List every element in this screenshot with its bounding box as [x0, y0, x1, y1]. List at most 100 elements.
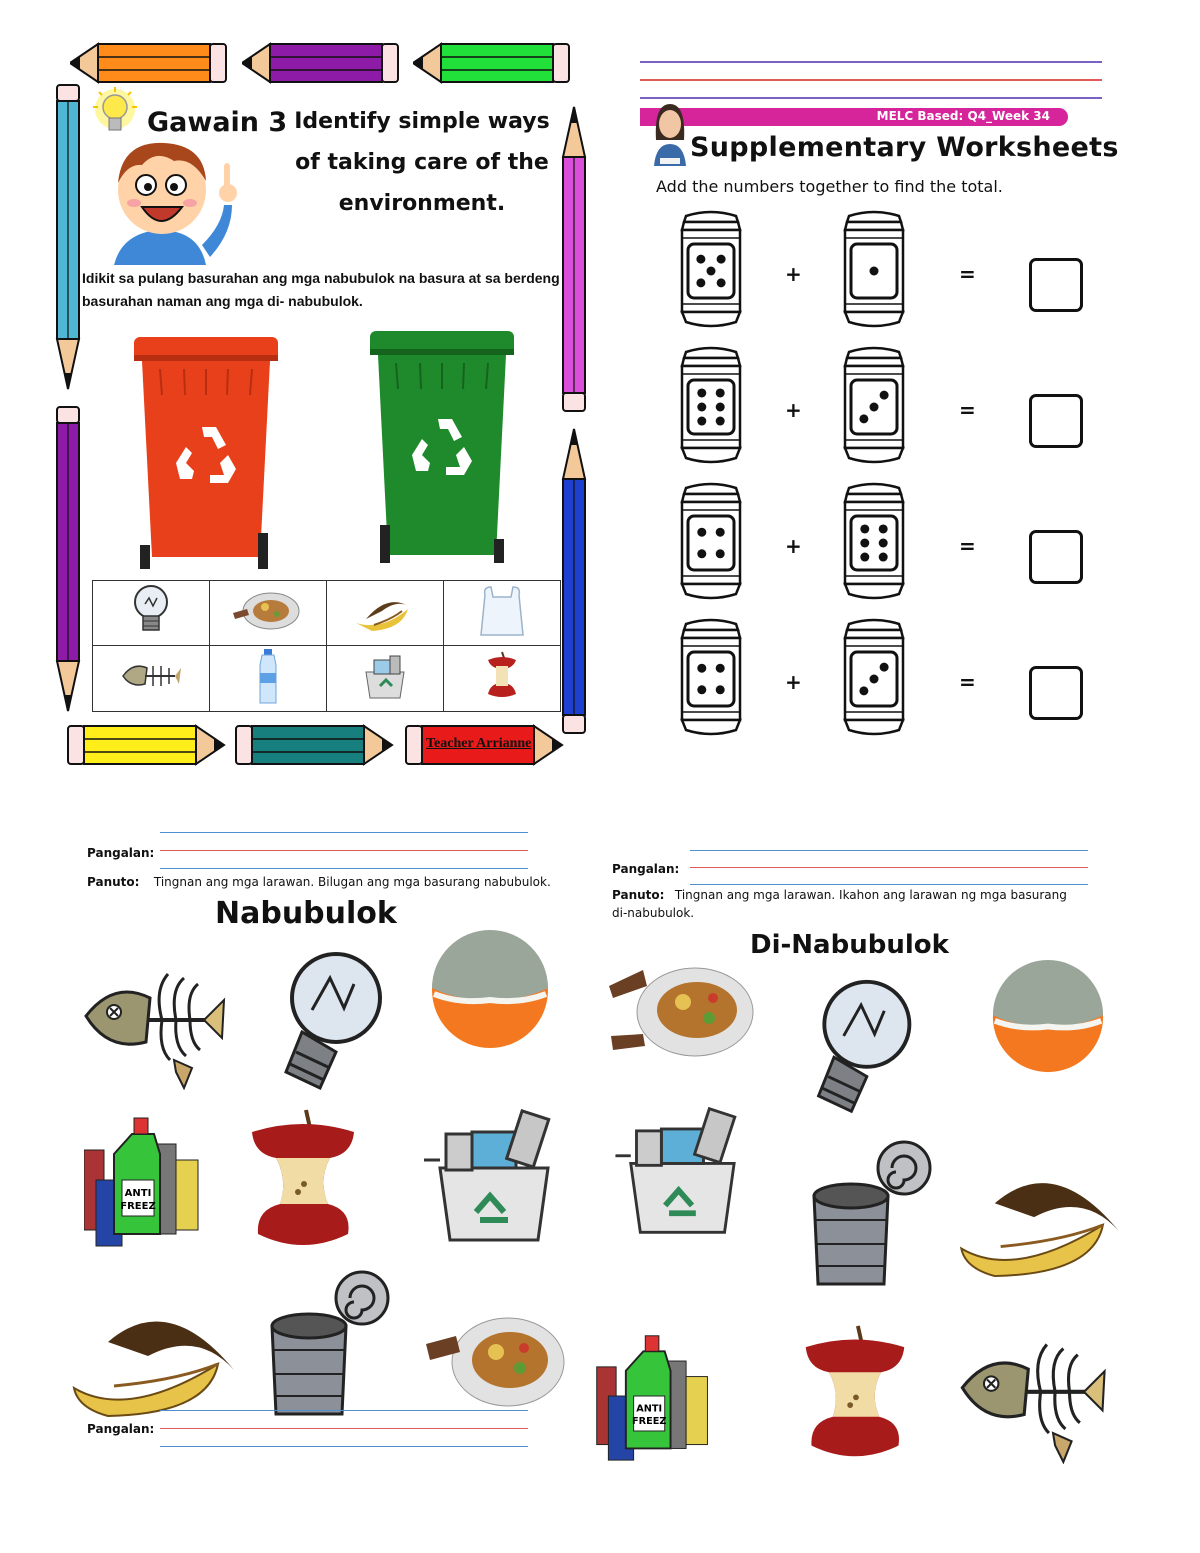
plus-sign: +: [785, 534, 802, 558]
chemical-bottles-icon: ANTI FREEZ: [596, 1335, 708, 1461]
name-label: Pangalan:: [87, 846, 155, 860]
dice-pip: [696, 278, 706, 288]
dice-pip: [878, 538, 888, 548]
apple-core-icon: [252, 1109, 354, 1245]
footer-name-rule: [160, 1446, 528, 1447]
dice-can-icon: [680, 210, 742, 328]
gawain-heading: Identify simple ways of taking care of t…: [282, 101, 562, 224]
table-row: [92, 580, 561, 646]
pencil-teal-icon: [235, 724, 394, 766]
plus-sign: +: [785, 398, 802, 422]
supplementary-worksheet: MELC Based: Q4_Week 34 Supplementary Wor…: [630, 40, 1120, 760]
green-trash-bin: [370, 331, 514, 563]
dice-pip: [697, 685, 707, 695]
header-tag-band: MELC Based: Q4_Week 34: [640, 108, 1068, 126]
name-label: Pangalan:: [612, 862, 680, 876]
dice-pip: [860, 538, 870, 548]
apple-core-icon: [805, 1325, 905, 1457]
name-rule: [160, 868, 528, 869]
dice-pip: [697, 388, 707, 398]
dice-pip: [869, 402, 879, 412]
teacher-avatar-icon: [654, 104, 686, 166]
name-rule: [160, 850, 528, 851]
dice-can-icon: [680, 482, 742, 600]
pencil-green-icon: [413, 42, 570, 84]
nabubulok-worksheet: Pangalan: Panuto: Tingnan ang mga larawa…: [60, 820, 580, 1500]
antifreeze-label-icon: ANTI: [636, 1404, 662, 1415]
heading-line-2: of taking care of the: [295, 150, 549, 175]
chemical-bottles-icon: ANTI FREEZ: [84, 1117, 199, 1247]
plus-sign: +: [785, 670, 802, 694]
antifreeze-label-icon: FREEZ: [632, 1416, 666, 1427]
dice-pip: [716, 278, 726, 288]
table-cell: [209, 580, 327, 646]
gawain-instruction: Idikit sa pulang basurahan ang mga nabub…: [82, 267, 562, 313]
name-rule: [690, 884, 1088, 885]
banana-peel-icon: [959, 1183, 1119, 1278]
dice-pip: [715, 402, 725, 412]
dice-can-icon: [843, 210, 905, 328]
dice-pip: [715, 416, 725, 426]
banana-peel-icon: [356, 601, 410, 631]
instruction-line-1: Idikit sa pulang basurahan ang mga nabub…: [82, 270, 560, 286]
directions: Panuto: Tingnan ang mga larawan. Ikahon …: [612, 886, 1112, 922]
pencil-orange-icon: [70, 42, 227, 84]
answer-box[interactable]: [1029, 666, 1083, 720]
directions-label: Panuto:: [612, 888, 665, 902]
dice-can-icon: [680, 346, 742, 464]
tin-can-icon: [270, 1270, 390, 1416]
e-waste-icon: [615, 1106, 737, 1234]
header-rule: [640, 79, 1102, 81]
antifreeze-label-icon: ANTI: [125, 1188, 152, 1199]
equals-sign: =: [959, 398, 976, 422]
dice-pip: [860, 524, 870, 534]
dice-pip: [715, 549, 725, 559]
directions-text-2: di-nabubulok.: [612, 906, 695, 920]
directions-label: Panuto:: [87, 875, 140, 889]
red-trash-bin: [134, 337, 278, 569]
equals-sign: =: [959, 262, 976, 286]
dice-pip: [697, 663, 707, 673]
dice-pip: [715, 685, 725, 695]
plus-sign: +: [785, 262, 802, 286]
heading-line-3: environment.: [338, 191, 506, 216]
dice-pip: [715, 388, 725, 398]
cartoon-boy-icon: [114, 142, 237, 265]
gawain-title: Gawain 3: [147, 107, 288, 138]
pencil-red-icon: [405, 724, 564, 766]
fish-bone-icon: [84, 973, 226, 1090]
items-table: [92, 580, 561, 712]
dice-pip: [859, 686, 869, 696]
lightbulb-icon: [93, 87, 137, 131]
nabubulok-title: Nabubulok: [215, 896, 397, 931]
header-rule: [640, 97, 1102, 99]
footer-name-rule: [160, 1428, 528, 1429]
dinabubulok-title: Di-Nabubulok: [750, 930, 949, 960]
dice-pip: [697, 402, 707, 412]
name-rule: [690, 850, 1088, 851]
answer-box[interactable]: [1029, 530, 1083, 584]
dice-pip: [869, 674, 879, 684]
pencil-yellow-icon: [67, 724, 226, 766]
answer-box[interactable]: [1029, 394, 1083, 448]
heading-line-1: Identify simple ways: [294, 109, 550, 134]
header-tag-text: MELC Based: Q4_Week 34: [876, 109, 1050, 123]
directions-text: Tingnan ang mga larawan. Bilugan ang mga…: [153, 875, 551, 889]
table-cell: [326, 645, 444, 712]
dice-pip: [879, 662, 889, 672]
instruction-line-2: basurahan naman ang mga di- nabubulok.: [82, 293, 363, 309]
fish-bone-icon: [122, 665, 181, 686]
dice-pip: [715, 527, 725, 537]
bulb-icon: [284, 952, 382, 1091]
name-rule: [690, 867, 1088, 868]
food-plate-icon: [426, 1317, 565, 1407]
dice-pip: [696, 254, 706, 264]
table-cell: [443, 645, 561, 712]
dice-pip: [878, 524, 888, 534]
pencil-violet-icon: [55, 406, 81, 712]
dice-pip: [715, 663, 725, 673]
dice-pip: [860, 552, 870, 562]
answer-box[interactable]: [1029, 258, 1083, 312]
dinabubulok-worksheet: Pangalan: Panuto: Tingnan ang mga larawa…: [596, 840, 1145, 1490]
table-cell: [326, 580, 444, 646]
